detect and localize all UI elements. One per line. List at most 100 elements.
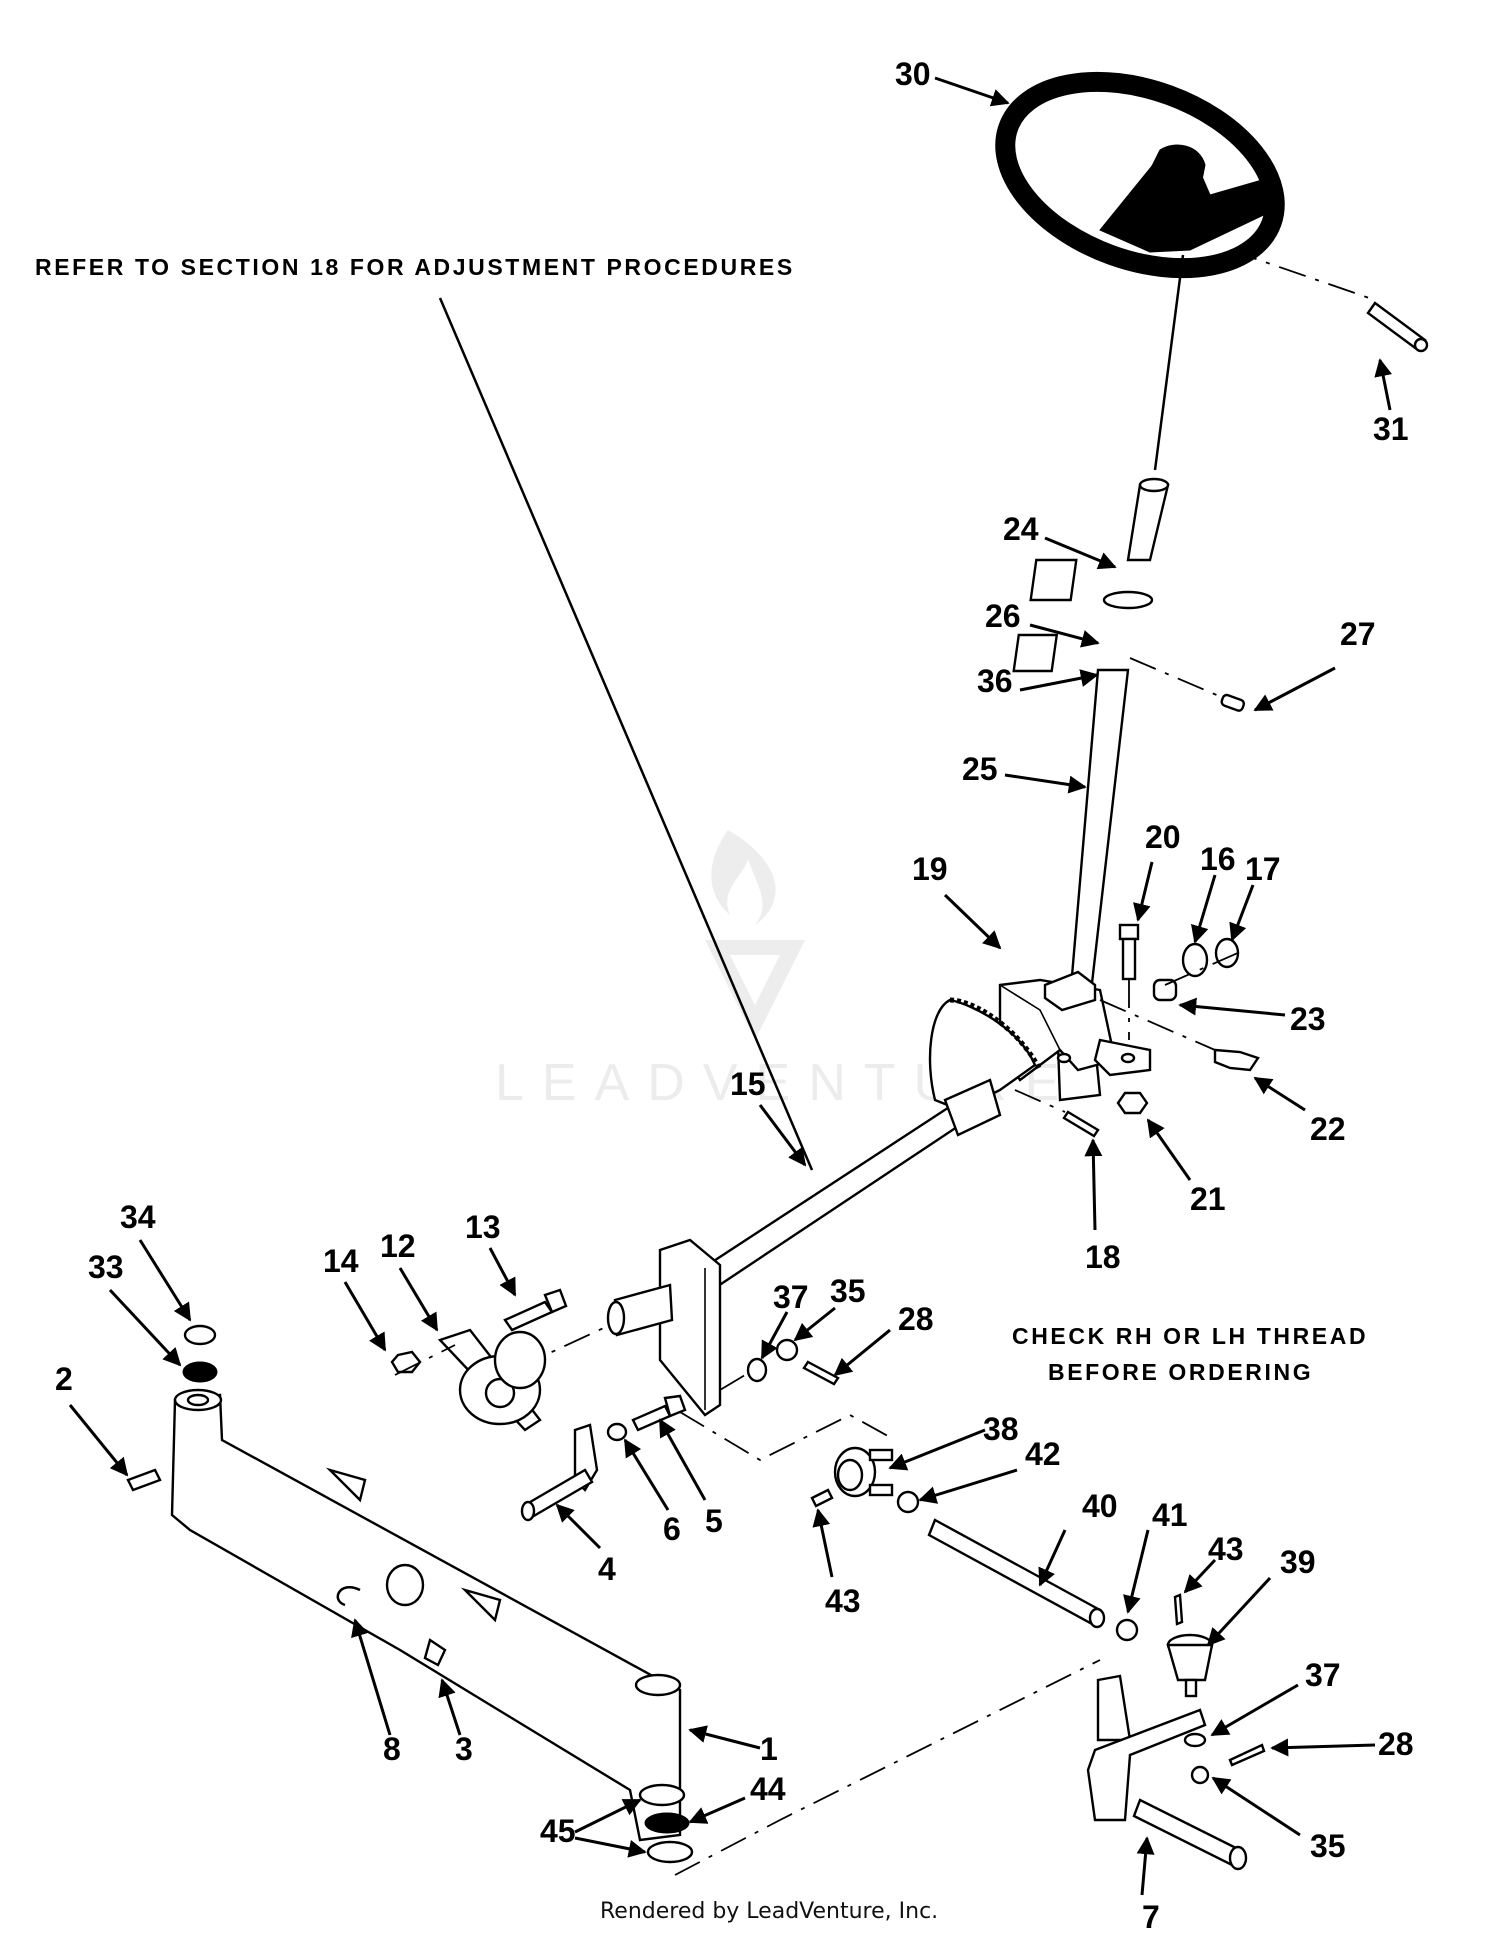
callout-arrow-26	[1029, 623, 1100, 648]
part-castle-nut-35a	[775, 1338, 799, 1362]
callout-arrow-45	[574, 1836, 647, 1858]
adjustment-note-leader	[438, 297, 814, 1171]
part-grease-fitting-43b	[1173, 1593, 1184, 1626]
callout-2-grease-fitting: 2	[55, 1361, 73, 1397]
callout-arrow-43a	[812, 1508, 834, 1578]
callout-arrow-3	[438, 1678, 462, 1736]
callout-42-jam-nut: 42	[1025, 1436, 1061, 1472]
footer-credit: Rendered by LeadVenture, Inc.	[600, 1899, 938, 1924]
callout-arrow-22	[1253, 1076, 1306, 1112]
part-flange-bearing	[437, 1328, 547, 1432]
callout-leaders	[68, 76, 1393, 1896]
callout-arrow-19	[943, 893, 1002, 950]
callout-30-steering-wheel: 30	[895, 56, 931, 92]
callout-35a-castle-nut: 35	[830, 1273, 866, 1309]
callout-33-washer: 33	[88, 1249, 124, 1285]
callout-16-washer: 16	[1200, 841, 1236, 877]
part-thrust-washer-45-upper	[638, 1783, 686, 1807]
callout-arrow-28b	[1270, 1738, 1376, 1757]
callout-6-lock-washer: 6	[663, 1511, 681, 1547]
callout-15-sector-gear-shaft: 15	[730, 1066, 766, 1102]
callout-19-steering-bracket: 19	[912, 851, 948, 887]
callout-arrow-42	[918, 1468, 1018, 1504]
part-grease-fitting-43a	[810, 1488, 834, 1508]
callout-5-bolt: 5	[705, 1503, 723, 1539]
part-retaining-ring-8	[336, 1586, 361, 1607]
part-sector-shaft	[469, 1078, 1002, 1417]
part-set-screw	[1220, 693, 1246, 712]
callout-27-set-screw: 27	[1340, 616, 1376, 652]
callout-arrow-18	[1084, 1138, 1103, 1231]
callout-arrow-12	[398, 1267, 439, 1332]
callout-41-jam-nut: 41	[1152, 1497, 1188, 1533]
callout-arrow-4	[555, 1503, 602, 1550]
part-grease-fitting-2	[126, 1468, 162, 1492]
part-ball-joint-38	[833, 1446, 894, 1498]
callout-arrow-35a	[793, 1306, 836, 1342]
part-lock-washer-6	[606, 1422, 628, 1442]
callout-arrow-23	[1178, 997, 1286, 1017]
callout-13-bolt: 13	[465, 1209, 501, 1245]
part-drag-link	[927, 1518, 1106, 1629]
part-cotter-pin-18	[1062, 1110, 1100, 1138]
callout-arrow-28a	[833, 1328, 891, 1377]
part-retaining-ring-34	[183, 1324, 217, 1346]
callout-arrow-37b	[1210, 1683, 1299, 1737]
part-thrust-washer-45-lower	[646, 1840, 694, 1864]
part-jam-nut-41	[1115, 1618, 1139, 1642]
callout-arrow-17	[1229, 884, 1255, 942]
thread-note-line-2: BEFORE ORDERING	[1048, 1359, 1313, 1385]
part-washer-33	[182, 1361, 218, 1383]
callout-39-ball-joint-rh: 39	[1280, 1544, 1316, 1580]
callout-arrow-21	[1146, 1118, 1192, 1181]
callout-arrow-20	[1133, 861, 1154, 922]
part-jam-nut-42	[896, 1490, 920, 1514]
part-bolt-13	[503, 1300, 554, 1332]
callout-arrow-7	[1136, 1836, 1155, 1896]
watermark-v-icon	[705, 940, 805, 1040]
part-nut-21	[1116, 1091, 1149, 1115]
part-washer-17	[1214, 937, 1240, 969]
part-washer-37a	[746, 1357, 768, 1383]
callout-21-nut: 21	[1190, 1181, 1226, 1217]
callout-arrow-30	[934, 76, 1010, 107]
callout-18-cotter-pin: 18	[1085, 1239, 1121, 1275]
part-steering-wheel	[995, 71, 1376, 471]
callout-38-ball-joint-lh: 38	[983, 1411, 1019, 1447]
callout-24-steering-shaft-upper: 24	[1003, 511, 1039, 547]
callout-arrow-38	[888, 1428, 986, 1471]
callout-36-clamp: 36	[977, 663, 1013, 699]
callout-43b-grease-fitting: 43	[1208, 1531, 1244, 1567]
callout-arrow-8	[351, 1618, 392, 1736]
callout-45-thrust-washer: 45	[540, 1813, 576, 1849]
callout-35b-castle-nut: 35	[1310, 1828, 1346, 1864]
callout-arrow-36	[1019, 669, 1099, 692]
callout-arrow-40	[1038, 1529, 1067, 1587]
callout-31-roll-pin: 31	[1373, 411, 1409, 447]
callout-44-thrust-bearing: 44	[750, 1771, 786, 1807]
callout-arrow-27	[1253, 666, 1336, 712]
callout-arrow-31	[1374, 358, 1393, 411]
callout-arrow-34	[138, 1239, 192, 1322]
callout-28b-cotter-pin: 28	[1378, 1726, 1414, 1762]
callout-12-flange-bearing: 12	[380, 1228, 416, 1264]
callout-arrow-44	[688, 1796, 746, 1824]
part-spacer-23	[1152, 978, 1178, 1002]
callout-arrow-45	[574, 1798, 642, 1834]
part-steering-shaft	[1012, 477, 1241, 1102]
callout-17-washer: 17	[1245, 851, 1281, 887]
thread-note-line-1: CHECK RH OR LH THREAD	[1012, 1323, 1368, 1349]
callout-arrow-37a	[760, 1311, 789, 1360]
callout-arrow-1	[688, 1725, 761, 1750]
callout-arrow-24	[1044, 536, 1117, 570]
callout-arrow-43b	[1183, 1558, 1217, 1594]
callout-arrow-5	[658, 1418, 707, 1501]
callout-arrow-25	[1004, 773, 1087, 794]
callout-37b-washer: 37	[1305, 1657, 1341, 1693]
callout-8-retaining-ring: 8	[383, 1731, 401, 1767]
callout-arrow-16	[1191, 874, 1217, 944]
callout-arrow-33	[108, 1288, 182, 1367]
callout-arrow-35b	[1211, 1776, 1301, 1837]
callout-37a-washer: 37	[773, 1279, 809, 1315]
